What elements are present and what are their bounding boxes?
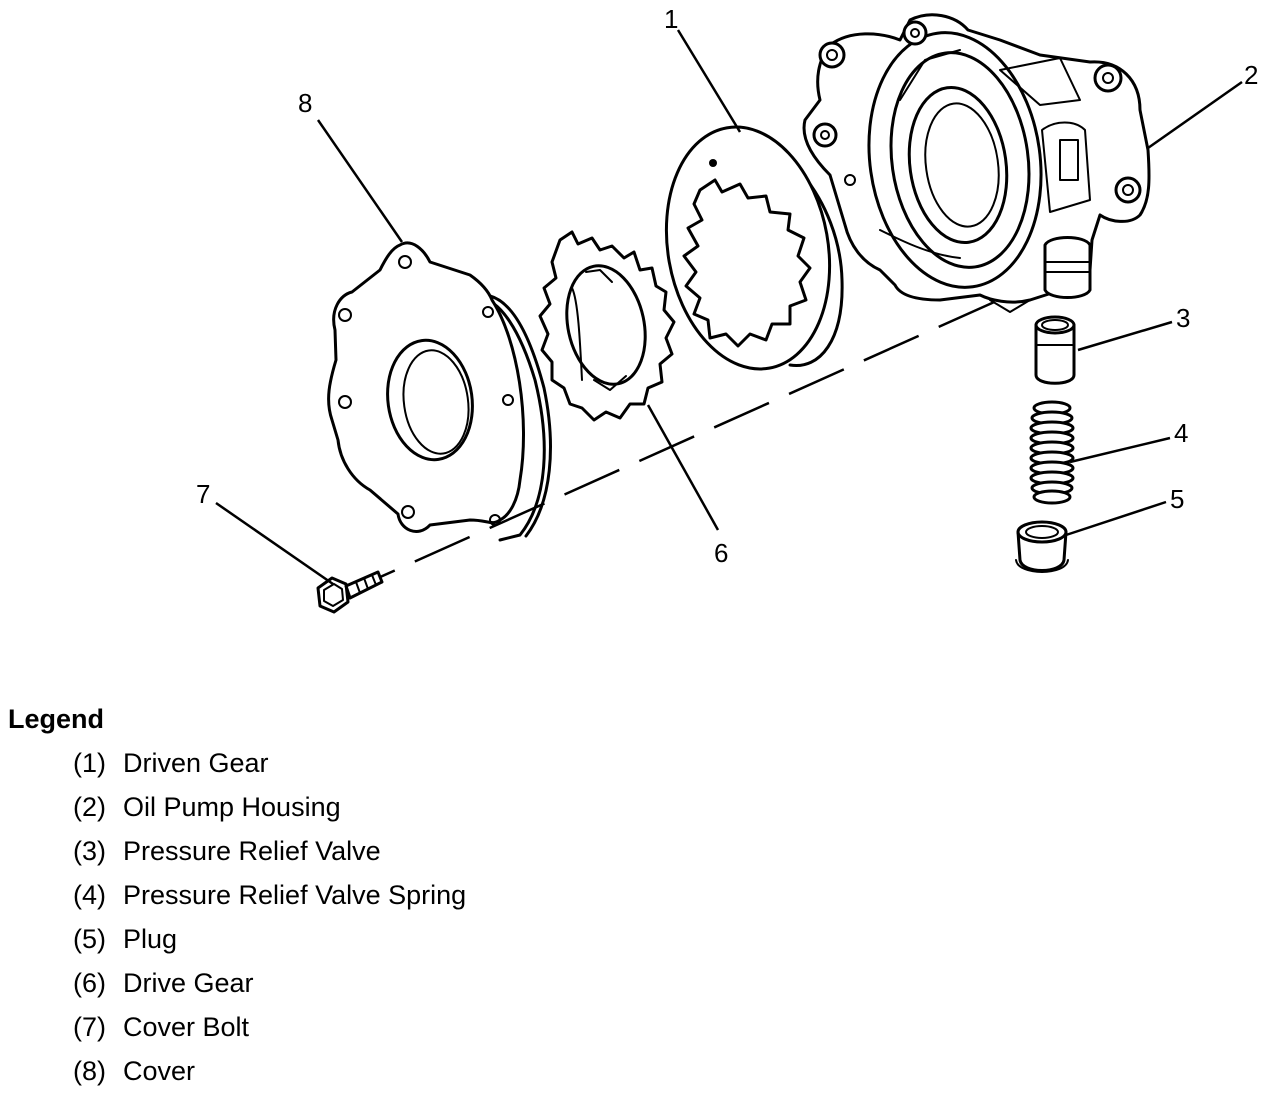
legend-item-label: Drive Gear [123,968,254,998]
legend-item-label: Plug [123,924,178,954]
legend-item-number: (1) [73,748,106,778]
legend-item-number: (5) [73,924,106,954]
drive-gear-part [538,230,676,422]
legend-item: (8) Cover [73,1049,466,1093]
legend: Legend (1) Driven Gear (2) Oil Pump Hous… [8,703,466,1093]
legend-item: (5) Plug [73,917,466,961]
legend-item-number: (4) [73,880,106,910]
legend-item: (1) Driven Gear [73,741,466,785]
legend-list: (1) Driven Gear (2) Oil Pump Housing (3)… [8,741,466,1093]
callout-5: 5 [1170,484,1184,514]
plug-part [1015,520,1069,573]
cover-bolt-part [316,570,384,614]
callout-labels: 1 2 3 4 5 6 7 8 [196,4,1258,568]
callout-2: 2 [1244,60,1258,90]
driven-gear-part [664,125,844,371]
callout-6: 6 [714,538,728,568]
legend-item: (4) Pressure Relief Valve Spring [73,873,466,917]
callout-4: 4 [1174,418,1188,448]
legend-item-number: (8) [73,1056,106,1086]
legend-item-number: (6) [73,968,106,998]
legend-item-number: (7) [73,1012,106,1042]
callout-7: 7 [196,479,210,509]
assembly-axis-line [339,293,1011,597]
legend-item-label: Pressure Relief Valve [123,836,381,866]
legend-item-label: Cover [123,1056,196,1086]
legend-item: (3) Pressure Relief Valve [73,829,466,873]
legend-item-label: Pressure Relief Valve Spring [123,880,467,910]
legend-item-label: Driven Gear [123,748,269,778]
callout-1: 1 [664,4,678,34]
oil-pump-housing-part [802,13,1151,313]
exploded-oil-pump-diagram: 1 2 3 4 5 6 7 8 [196,4,1258,614]
pressure-relief-valve-spring-part [1029,400,1075,505]
legend-item-label: Oil Pump Housing [123,792,341,822]
cover-part [327,241,552,542]
legend-item-label: Cover Bolt [123,1012,250,1042]
callout-3: 3 [1176,303,1190,333]
legend-item-number: (3) [73,836,106,866]
pressure-relief-valve-part [1034,315,1076,385]
legend-item: (2) Oil Pump Housing [73,785,466,829]
callout-8: 8 [298,88,312,118]
legend-item-number: (2) [73,792,106,822]
legend-item: (7) Cover Bolt [73,1005,466,1049]
legend-title: Legend [8,704,105,734]
leader-lines [215,29,1243,586]
legend-item: (6) Drive Gear [73,961,466,1005]
